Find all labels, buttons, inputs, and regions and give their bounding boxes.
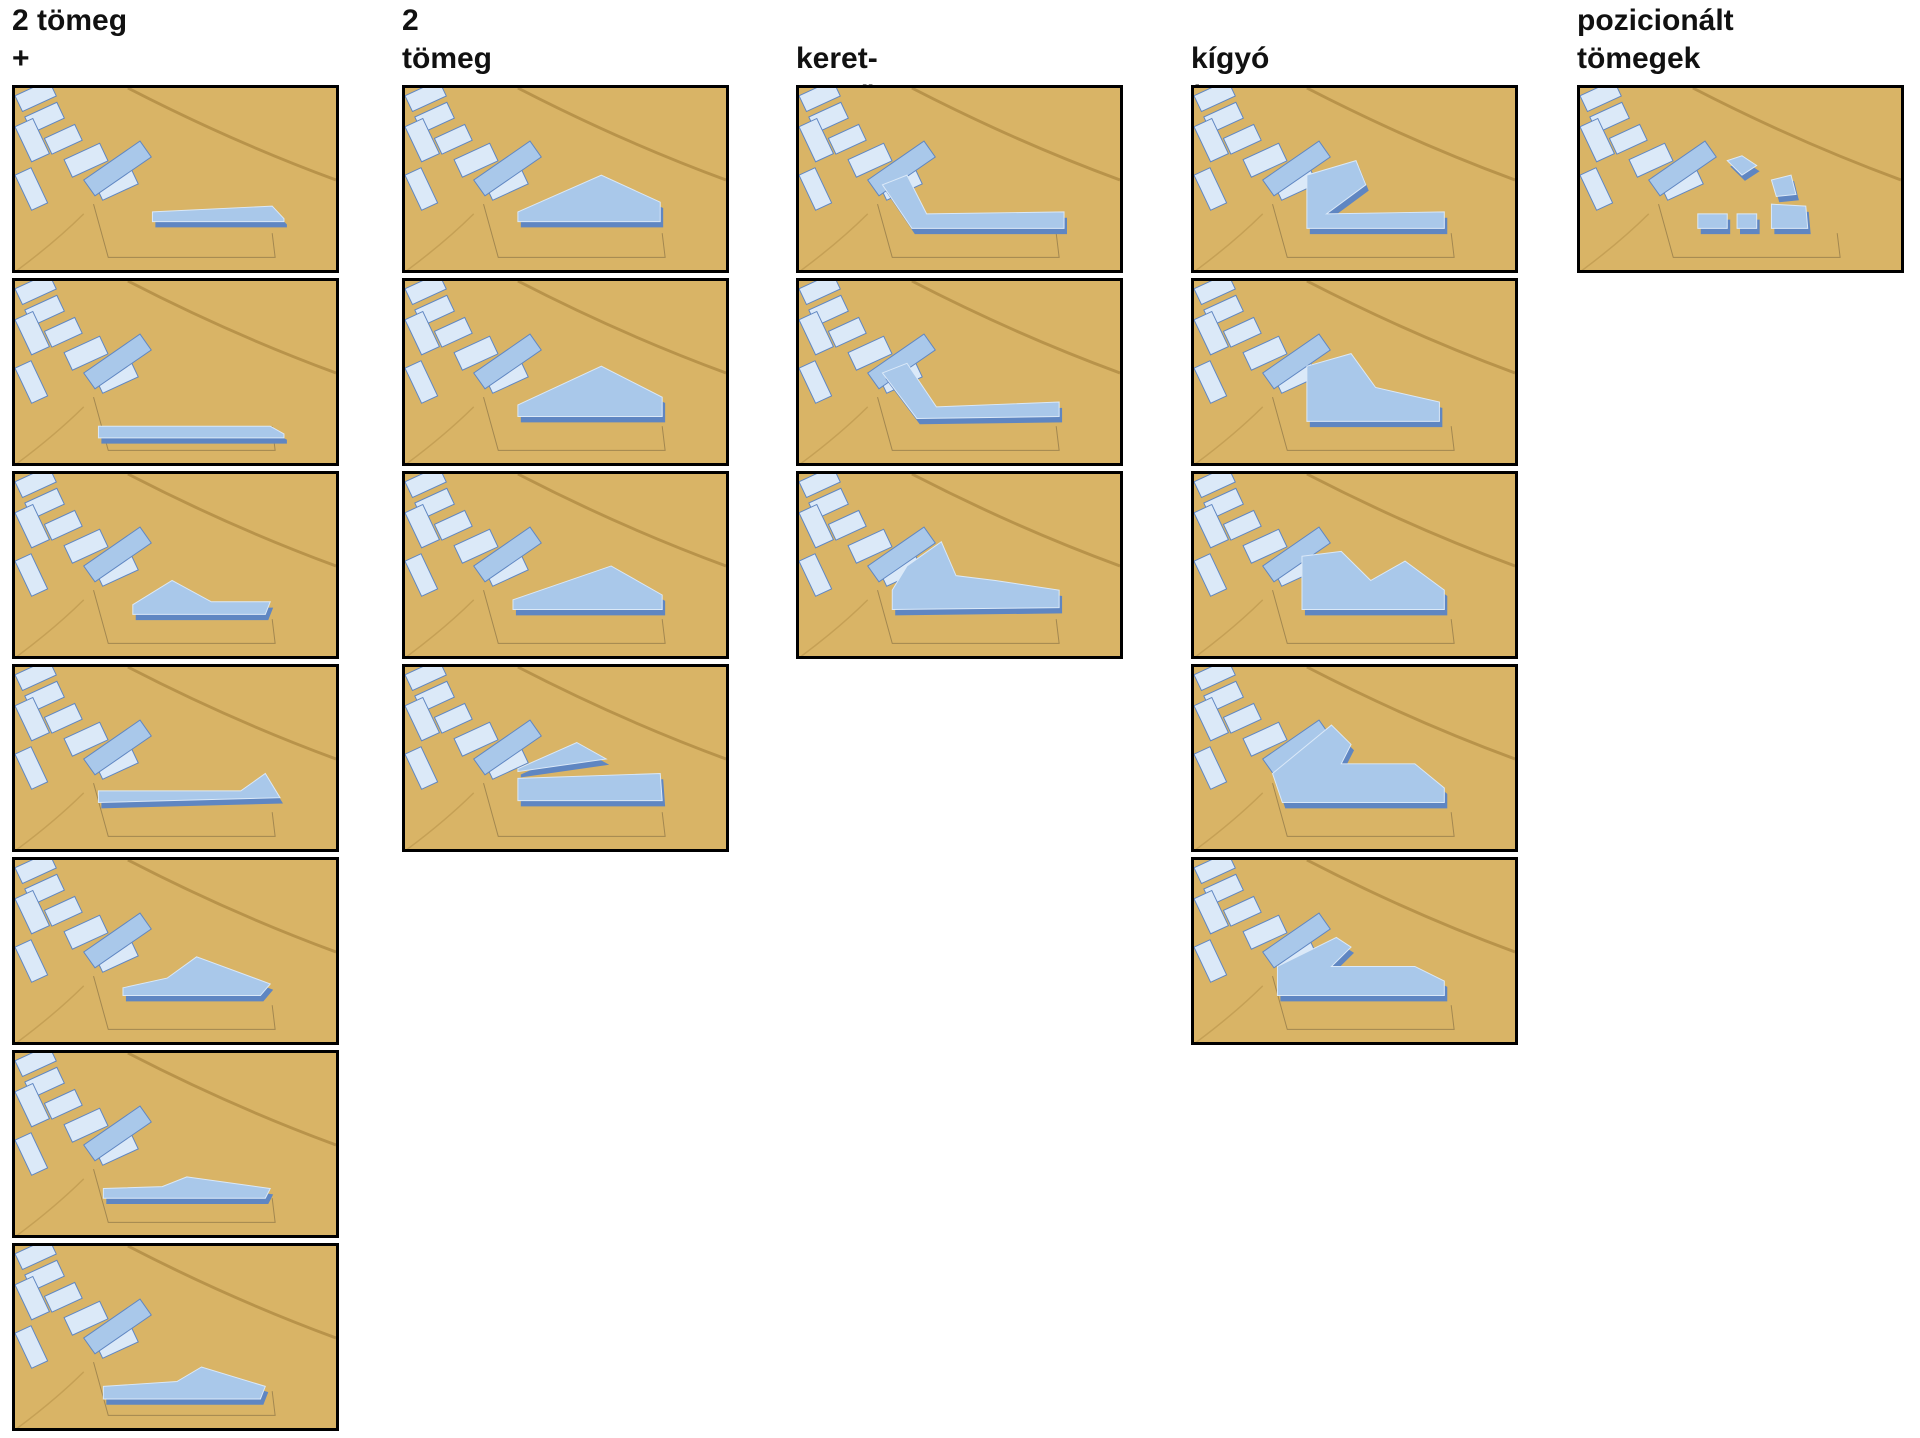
model-photo bbox=[1191, 857, 1518, 1045]
model-photo bbox=[1577, 85, 1904, 273]
model-photo bbox=[12, 1243, 339, 1431]
model-photo-drawing bbox=[405, 281, 726, 463]
model-photo-drawing bbox=[1194, 281, 1515, 463]
model-photo bbox=[402, 664, 729, 852]
model-photo-drawing bbox=[15, 667, 336, 849]
model-photo-drawing bbox=[15, 281, 336, 463]
model-photo-drawing bbox=[15, 474, 336, 656]
model-photo bbox=[402, 85, 729, 273]
model-photo-drawing bbox=[1580, 88, 1901, 270]
model-photo bbox=[1191, 85, 1518, 273]
model-photo-drawing bbox=[1194, 88, 1515, 270]
model-photo-drawing bbox=[405, 88, 726, 270]
model-photo-drawing bbox=[15, 1246, 336, 1428]
model-photo bbox=[796, 278, 1123, 466]
model-photo bbox=[1191, 471, 1518, 659]
model-photo-drawing bbox=[1194, 474, 1515, 656]
model-photo bbox=[12, 1050, 339, 1238]
model-photo-drawing bbox=[799, 88, 1120, 270]
model-photo bbox=[12, 857, 339, 1045]
model-photo bbox=[12, 278, 339, 466]
model-photo-drawing bbox=[405, 474, 726, 656]
column-title: pozicionált tömegek bbox=[1577, 4, 1734, 75]
model-photo-drawing bbox=[799, 281, 1120, 463]
model-photo bbox=[12, 85, 339, 273]
model-photo bbox=[1191, 664, 1518, 852]
model-photo-drawing bbox=[15, 1053, 336, 1235]
model-photo bbox=[402, 278, 729, 466]
model-photo bbox=[1191, 278, 1518, 466]
model-photo bbox=[402, 471, 729, 659]
model-photo-drawing bbox=[799, 474, 1120, 656]
model-photo bbox=[796, 471, 1123, 659]
model-photo-drawing bbox=[1194, 667, 1515, 849]
model-photo bbox=[796, 85, 1123, 273]
model-photo-drawing bbox=[15, 88, 336, 270]
model-photo bbox=[12, 471, 339, 659]
model-photo-drawing bbox=[1194, 860, 1515, 1042]
model-photo-drawing bbox=[15, 860, 336, 1042]
model-photo bbox=[12, 664, 339, 852]
model-photo-drawing bbox=[405, 667, 726, 849]
